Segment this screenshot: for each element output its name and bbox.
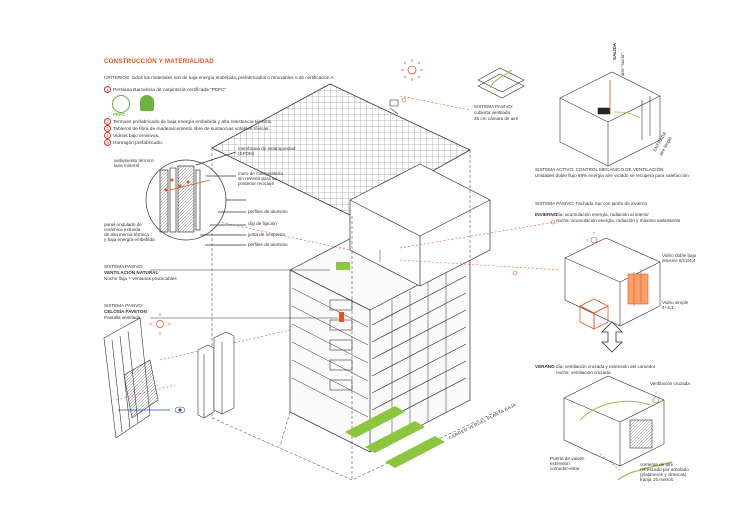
winter-title: SISTEMA PASIVO: Fachada Sur con jardín d…: [535, 201, 648, 206]
pefc-logo-label: PEFC: [113, 112, 126, 117]
pefc-logo: [112, 95, 130, 113]
vent-title: SISTEMA PASIVO:: [104, 264, 144, 269]
label-aislamiento-2: lana mineral: [114, 163, 140, 168]
winter-label: INVIERNO: [535, 212, 558, 217]
leader-lines: [150, 250, 381, 319]
section-title: CONSTRUCCIÓN Y MATERIALIDAD: [104, 58, 214, 65]
label-panel-1: panel ondulado de: [104, 222, 142, 227]
mech-desc: Unidades doble flujo 95% energía aire vi…: [535, 173, 689, 178]
mech-title: SISTEMA ACTIVO: CONTROL MECÁNICO DE VENT…: [535, 167, 664, 172]
summer-sun: [652, 392, 664, 404]
salida-sub: aire "sucio": [620, 53, 625, 76]
corriente-3: (plataneros y olmecas): [640, 472, 687, 477]
glass-double-spec: emisivo 6/12/4,4: [662, 258, 696, 263]
label-muro-1: muro de mampostería: [238, 171, 283, 176]
label-muro-2: sin revestir para su: [238, 176, 277, 181]
floor-lines-right: [371, 275, 467, 428]
winter-night: noche: acumulación energía, radiación y …: [556, 218, 681, 223]
celosia-desc: Pantalla ventilada: [104, 315, 141, 320]
tree-logo: [140, 95, 154, 111]
label-panel-2: cerámica extruida: [104, 227, 141, 232]
label-panel-3: de alta inercia térmica: [104, 232, 149, 237]
glass-double: Vidrio doble bajo: [662, 253, 697, 258]
celosia-title: SISTEMA PASIVO:: [104, 303, 144, 308]
mech-vent-room: [559, 71, 661, 167]
corriente-2: refrescado por arbolado: [640, 467, 689, 472]
orange-cube: [579, 298, 609, 330]
puerta-1: Puerta de vaivén: [550, 456, 585, 461]
label-membrana-2: (EPDM): [238, 151, 255, 156]
criteria-text: CRITERIOS: todos los materiales son de b…: [104, 75, 334, 80]
winter-sun: [586, 232, 598, 244]
connector-dots: [401, 97, 556, 276]
sun-icon-left: [149, 313, 171, 335]
balconies: [329, 299, 353, 391]
vertical-towers: [197, 331, 235, 419]
label-clip: clip de fijación: [248, 221, 277, 226]
roof-label-3: 25 cm cámara de aire: [474, 116, 519, 121]
label-perfiles-1: perfiles de aluminio: [248, 209, 288, 214]
label-membrana: membrana de estanqueidad: [238, 146, 296, 151]
season-arrow: [601, 321, 623, 353]
wall-detail-circle: [145, 151, 246, 246]
label-panel-4: y baja energía embebida: [104, 237, 155, 242]
winter-day: día: acumulación energía, radiación al i…: [556, 212, 649, 217]
roof-label-2: cubierta ventilada: [474, 110, 511, 115]
summer-night: noche: ventilación cruzada: [556, 370, 611, 375]
puerta-3: comedor-estar: [550, 466, 580, 471]
connector-lines: [159, 95, 561, 361]
puerta-2: extensión: [550, 461, 570, 466]
glass-single: Vidrio simple: [662, 300, 689, 305]
detail-markers: [164, 178, 190, 192]
facade-marker: [339, 312, 344, 322]
summer-room: [563, 375, 673, 481]
summer-day: día: ventilación cruzada y extensión del…: [556, 364, 656, 369]
label-junta: junta de neopreno: [248, 232, 286, 237]
vent-subtitle: VENTILACIÓN NATURAL: [104, 270, 159, 275]
label-aislamiento: aislamiento térmico: [114, 158, 154, 163]
building-isometric: [289, 163, 491, 453]
corriente-1: corriente de aire: [640, 462, 674, 467]
green-strips: [336, 262, 445, 468]
label-perfiles-2: perfiles de aluminio: [248, 242, 288, 247]
roof-vent-diagram: [477, 67, 525, 99]
cross-vent-label: Ventilación cruzada: [650, 381, 690, 386]
label-muro-3: posterior reciclaje: [238, 181, 274, 186]
vent-desc: Noche fluja + ventanas practicables: [104, 276, 177, 281]
sun-icon: [401, 59, 423, 81]
winter-room: [564, 237, 661, 327]
summer-label: VERANO: [535, 364, 555, 369]
salida-label: SALIDA: [612, 42, 617, 60]
roof-label-1: SISTEMA PASIVO:: [474, 104, 514, 109]
celosia-subtitle: CELOSÍA FAVETON: [104, 309, 147, 314]
celosia-panel: [103, 317, 186, 439]
corriente-4: franja 15 metros: [640, 477, 674, 482]
glass-single-spec: 4+4,1: [662, 305, 674, 310]
